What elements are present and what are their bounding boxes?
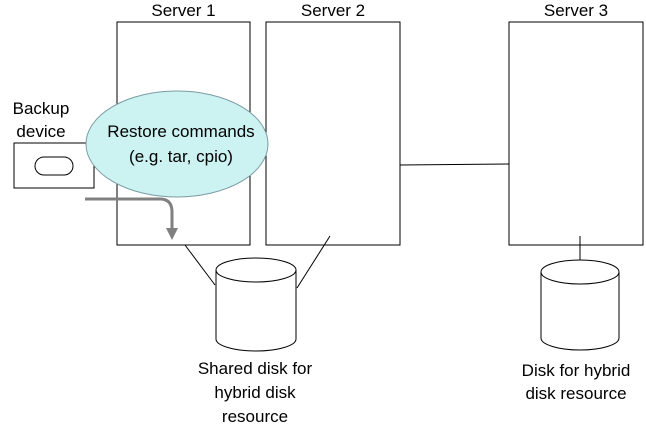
server-2-label: Server 2 [300, 1, 366, 20]
server-2-disk-link [296, 235, 331, 289]
shared-disk-cylinder [215, 270, 297, 352]
hybrid-disk-label-line2: disk resource [525, 384, 627, 403]
server-1-label: Server 1 [151, 1, 216, 20]
tape-icon [34, 156, 74, 176]
shared-disk-label-line2: hybrid disk [214, 383, 296, 402]
hybrid-disk-top [540, 259, 620, 285]
server-1-disk-link [184, 244, 216, 286]
hybrid-disk-cylinder [540, 272, 620, 351]
shared-disk-label: Shared disk for hybrid disk resource [160, 357, 350, 429]
restore-arrow-head [166, 228, 178, 240]
restore-arrow [85, 197, 174, 230]
shared-disk-label-line1: Shared disk for [197, 359, 313, 378]
shared-disk-label-line3: resource [221, 407, 289, 426]
restore-commands-label-line1: Restore commands [107, 122, 255, 141]
server-2-3-link [399, 163, 510, 166]
backup-device-label-line1: Backup [12, 99, 70, 118]
restore-commands-label-line2: (e.g. tar, cpio) [129, 147, 233, 166]
server-2-box [265, 21, 401, 246]
hybrid-disk-label: Disk for hybrid disk resource [496, 359, 646, 405]
hybrid-disk-label-line1: Disk for hybrid [521, 361, 631, 380]
server-3-box [508, 21, 644, 246]
backup-device-label-line2: device [16, 122, 66, 141]
shared-disk-top [215, 257, 297, 283]
restore-commands-ellipse [85, 90, 269, 198]
server-3-label: Server 3 [543, 1, 609, 20]
